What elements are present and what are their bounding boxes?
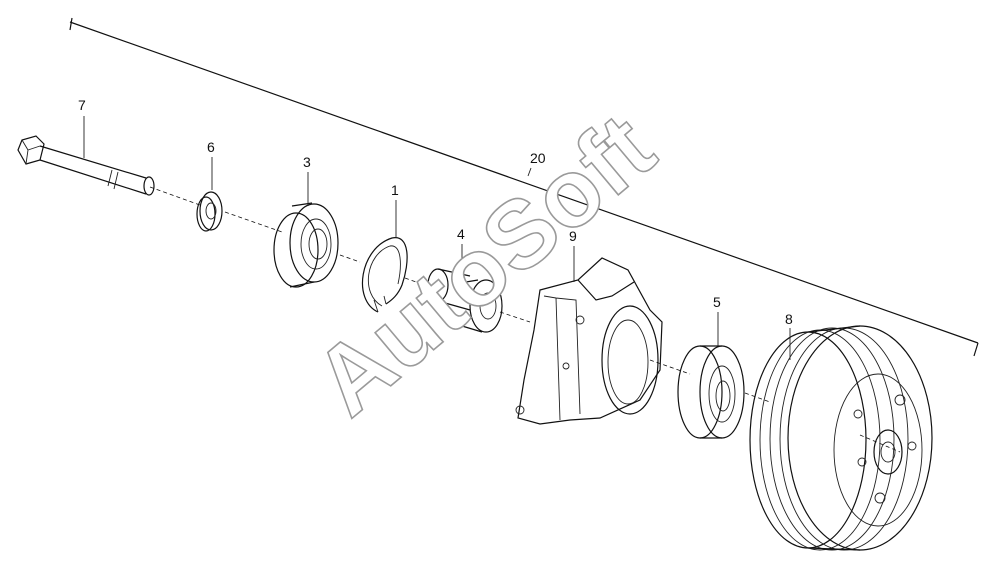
bearing-part-3 <box>273 202 339 288</box>
callout-label-9: 9 <box>569 228 577 244</box>
bearing-part-5 <box>677 345 745 439</box>
spacer-part <box>427 268 503 333</box>
callout-label-8: 8 <box>785 311 793 327</box>
callout-label-4: 4 <box>457 226 465 242</box>
callout-label-1: 1 <box>391 182 399 198</box>
snap-ring-part <box>362 237 408 313</box>
assembly-label: 20 <box>530 150 546 166</box>
pulley-part <box>749 325 933 551</box>
bolt-part <box>17 135 155 196</box>
washer-part <box>196 191 223 232</box>
callout-label-3: 3 <box>303 154 311 170</box>
assembly-bracket-line: 20 <box>69 17 979 357</box>
bracket-housing-part <box>515 257 663 425</box>
callout-label-6: 6 <box>207 139 215 155</box>
callout-label-7: 7 <box>78 97 86 113</box>
center-axis <box>149 186 901 453</box>
callout-label-5: 5 <box>713 294 721 310</box>
